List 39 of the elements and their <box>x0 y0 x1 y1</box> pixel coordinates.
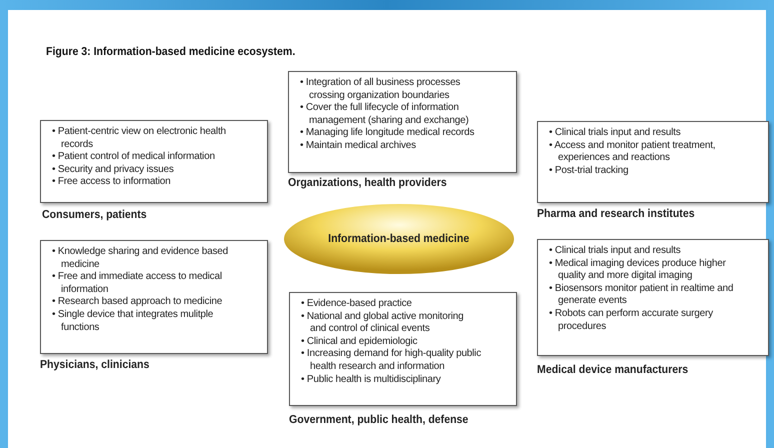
bullet-item: • Evidence-based practice <box>300 298 413 311</box>
group-heading: Medical device manufacturers <box>537 364 688 376</box>
bullet-item: • Access and monitor patient treatment, experiences and reactions <box>548 140 716 165</box>
bullet-item: • Integration of all business processes crossing organization boundaries <box>299 77 462 102</box>
group-heading: Physicians, clinicians <box>40 359 150 371</box>
central-ellipse <box>283 203 515 275</box>
group-heading: Government, public health, defense <box>289 414 468 426</box>
bullet-box <box>537 121 769 203</box>
bullet-item: • Clinical trials input and results <box>548 127 682 140</box>
bullet-item: • Biosensors monitor patient in realtime and generate events <box>548 282 734 308</box>
ellipse-label: Information-based medicine <box>328 233 470 245</box>
bullet-box <box>40 240 268 354</box>
bullet-item: • Single device that integrates mulitple functions <box>51 308 214 334</box>
figure-title: Figure 3: Information-based medicine ecosystem. <box>46 46 296 58</box>
bullet-item: • Security and privacy issues <box>51 164 175 176</box>
bullet-item: • Free access to information <box>51 176 172 189</box>
bullet-item: • Patient control of medical information <box>51 151 216 164</box>
bullet-item: • Knowledge sharing and evidence based medicine <box>51 246 230 272</box>
bullet-item: • Clinical and epidemiologic <box>300 336 418 348</box>
bullet-box <box>289 292 517 406</box>
bullet-box <box>288 71 517 173</box>
bullet-item: • Maintain medical archives <box>299 140 417 153</box>
bullet-item: • Clinical trials input and results <box>548 245 682 258</box>
bullet-item: • Public health is multidisciplinary <box>300 374 442 386</box>
bullet-box <box>40 120 268 203</box>
bullet-item: • Post-trial tracking <box>548 164 630 178</box>
bullet-item: • Medical imaging devices produce higher quality and more digital imaging <box>548 258 727 283</box>
bullet-item: • Increasing demand for high-quality public health research and information <box>300 348 482 374</box>
bullet-item: • Cover the full lifecycle of information management (sharing and exchange) <box>299 102 470 128</box>
bullet-item: • Robots can perform accurate surgery procedures <box>548 308 714 334</box>
bullet-box <box>537 239 769 356</box>
bullet-item: • Patient-centric view on electronic health records <box>51 126 227 152</box>
group-heading: Organizations, health providers <box>288 177 447 189</box>
bullet-item: • Managing life longitude medical records <box>299 127 476 140</box>
bullet-item: • Free and immediate access to medical information <box>51 271 223 296</box>
bullet-item: • National and global active monitoring and control of clinical events <box>300 310 464 336</box>
group-heading: Consumers, patients <box>42 209 147 221</box>
bullet-item: • Research based approach to medicine <box>51 296 224 309</box>
group-heading: Pharma and research institutes <box>537 208 695 220</box>
